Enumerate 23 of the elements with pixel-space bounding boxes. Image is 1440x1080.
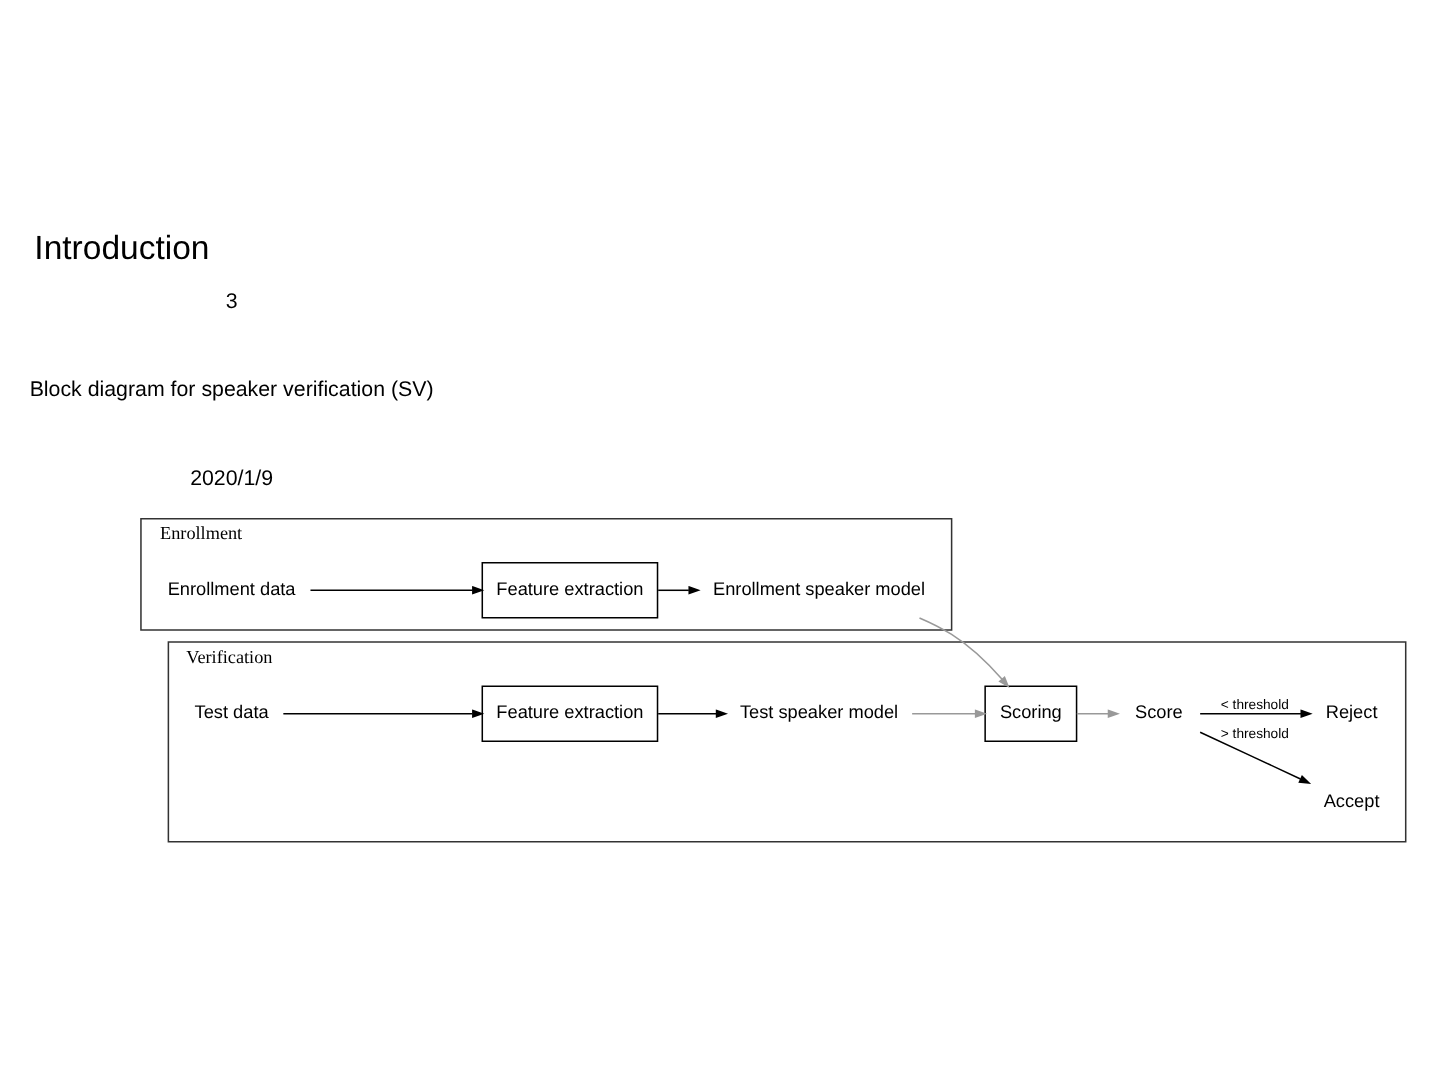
arrow (657, 586, 701, 595)
node-text: Test speaker model (739, 702, 899, 723)
arrow (282, 709, 485, 718)
node-text: Enrollment data (167, 579, 296, 600)
node-text: Reject (1325, 702, 1378, 723)
node-text: Enrollment speaker model (713, 579, 926, 600)
node-box: Feature extraction (481, 685, 659, 742)
arrow (918, 617, 1010, 688)
arrow (911, 709, 988, 718)
label: 3 (225, 289, 238, 314)
label: Block diagram for speaker verification (SV) (29, 378, 434, 403)
node-text: Test data (194, 702, 269, 723)
node-text: Accept (1323, 790, 1380, 811)
label: 2020/1/9 (190, 466, 274, 491)
diagram-title: Introduction (34, 229, 210, 268)
arrow (309, 586, 485, 595)
node-text: Score (1135, 702, 1183, 723)
arrow (1076, 709, 1120, 718)
arrow (1199, 731, 1312, 784)
arrow (1199, 709, 1313, 718)
arrow (657, 709, 728, 718)
node-box: Feature extraction (481, 562, 659, 619)
node-box: Scoring (984, 685, 1078, 742)
